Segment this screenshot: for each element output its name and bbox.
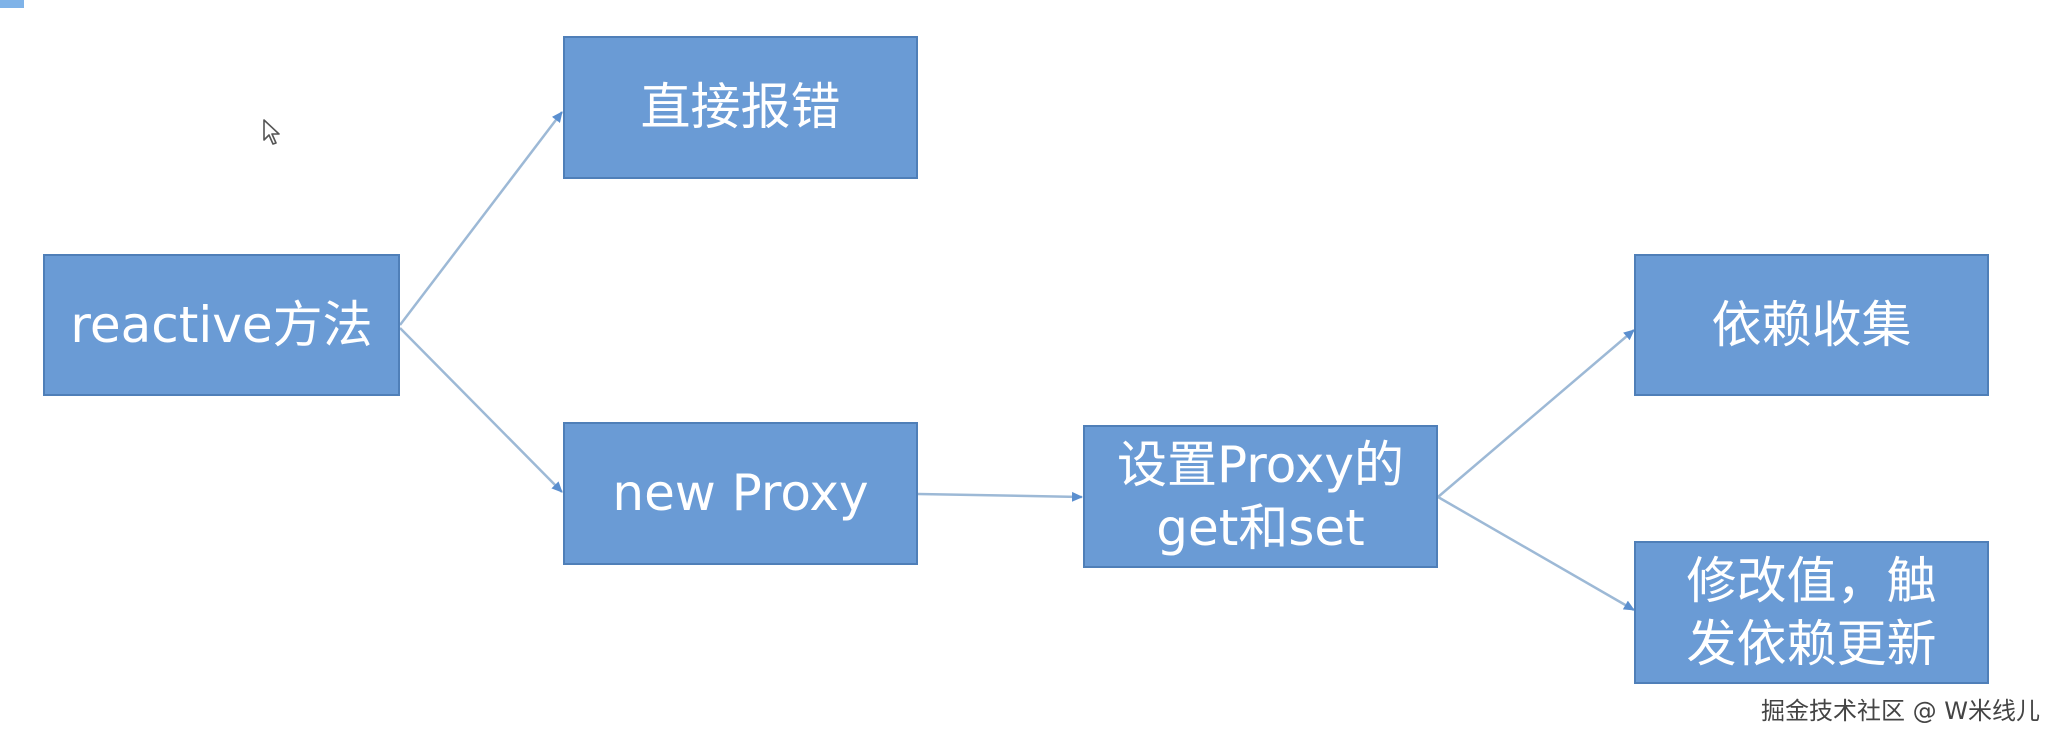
arrow-reactive-to-error <box>399 111 563 326</box>
node-reactive-method: reactive方法 <box>43 254 400 396</box>
node-trigger-update: 修改值，触 发依赖更新 <box>1634 541 1989 684</box>
node-dependency-collect: 依赖收集 <box>1634 254 1989 396</box>
arrow-reactive-to-proxy <box>399 327 563 493</box>
node-set-proxy-get-set: 设置Proxy的 get和set <box>1083 425 1438 568</box>
corner-mark <box>0 0 24 8</box>
mouse-pointer-icon <box>263 119 280 145</box>
node-new-proxy: new Proxy <box>563 422 918 565</box>
node-direct-error: 直接报错 <box>563 36 918 179</box>
watermark: 掘金技术社区 @ W米线儿 <box>1761 697 2040 725</box>
arrow-proxy-to-getset <box>917 491 1083 502</box>
arrow-getset-to-trigger <box>1437 495 1635 612</box>
arrow-getset-to-collect <box>1437 329 1635 498</box>
